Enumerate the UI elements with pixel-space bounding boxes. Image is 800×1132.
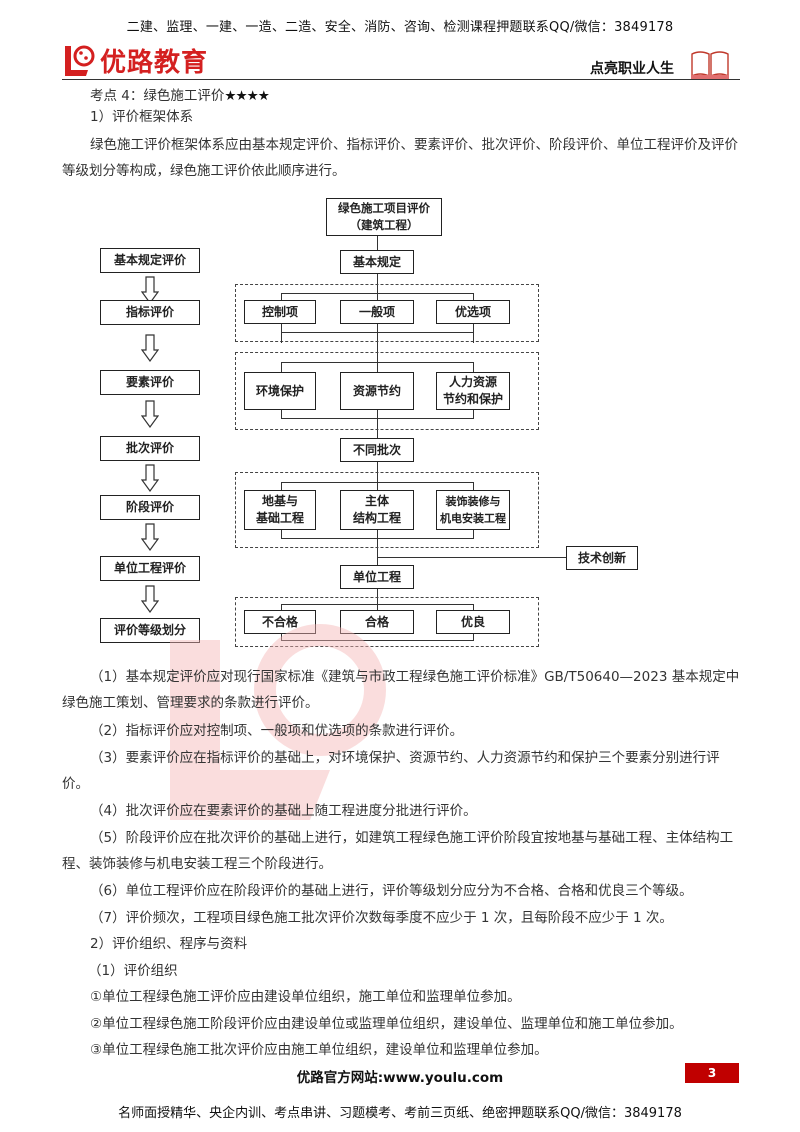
chain-grade-eval: 评价等级划分: [100, 618, 200, 643]
node-environment: 环境保护: [244, 372, 316, 410]
connector: [281, 538, 474, 540]
connector: [281, 362, 474, 364]
node-preferred-items: 优选项: [436, 300, 510, 324]
node-excellent: 优良: [436, 610, 510, 634]
subsection-heading-2-1: （1）评价组织: [88, 963, 178, 979]
down-arrow-icon: [141, 276, 159, 304]
chain-unit-eval: 单位工程评价: [100, 556, 200, 581]
subsection-heading-1: 1）评价框架体系: [90, 109, 194, 125]
youlu-logo-icon: [65, 45, 95, 76]
down-arrow-icon: [141, 464, 159, 492]
unit-node: 单位工程: [340, 565, 414, 589]
chain-indicator-eval: 指标评价: [100, 300, 200, 325]
node-main-structure: 主体 结构工程: [340, 490, 414, 530]
chain-basic-eval: 基本规定评价: [100, 248, 200, 273]
chain-batch-eval: 批次评价: [100, 436, 200, 461]
top-banner: 二建、监理、一建、一造、二造、安全、消防、咨询、检测课程押题联系QQ/微信：38…: [126, 20, 674, 35]
node-general-items: 一般项: [340, 300, 414, 324]
item-3: （3）要素评价应在指标评价的基础上，对环境保护、资源节约、人力资源节约和保护三个…: [62, 750, 720, 792]
down-arrow-icon: [141, 334, 159, 362]
connector: [281, 418, 474, 420]
bottom-banner: 名师面授精华、央企内训、考点串讲、习题模考、考前三页纸、绝密押题联系QQ/微信：…: [118, 1106, 682, 1121]
node-resource: 资源节约: [340, 372, 414, 410]
node-decoration: 装饰装修与 机电安装工程: [436, 490, 510, 530]
group-grades: [235, 597, 539, 647]
importance-stars: ★★★★: [224, 88, 269, 104]
brand-name: 优路教育: [100, 47, 209, 78]
chain-element-eval: 要素评价: [100, 370, 200, 395]
spine-line: [377, 234, 379, 614]
group-indicators: [235, 284, 539, 342]
node-foundation: 地基与 基础工程: [244, 490, 316, 530]
root-line-1: 绿色施工项目评价: [338, 201, 430, 215]
intro-paragraph: 绿色施工评价框架体系应由基本规定评价、指标评价、要素评价、批次评价、阶段评价、单…: [62, 137, 738, 179]
section-title-text: 考点 4：绿色施工评价: [90, 88, 225, 104]
item-6: （6）单位工程评价应在阶段评价的基础上进行，评价等级划分应分为不合格、合格和优良…: [90, 883, 693, 899]
item-1: （1）基本规定评价应对现行国家标准《建筑与市政工程绿色施工评价标准》GB/T50…: [62, 669, 740, 711]
connector: [377, 557, 567, 559]
slogan: 点亮职业人生: [590, 61, 674, 77]
header-divider: [62, 79, 740, 80]
down-arrow-icon: [141, 523, 159, 551]
basic-node: 基本规定: [340, 250, 414, 274]
org-list-item-3: ③单位工程绿色施工批次评价应由施工单位组织，建设单位和监理单位参加。: [90, 1042, 548, 1058]
node-human-resource: 人力资源 节约和保护: [436, 372, 510, 410]
connector: [281, 293, 474, 295]
page-number-badge: 3: [685, 1063, 739, 1083]
evaluation-framework-diagram: 基本规定评价 指标评价 要素评价 批次评价 阶段评价 单位工程评价 评价等级划分…: [88, 190, 650, 652]
group-elements: [235, 352, 539, 430]
innovation-node: 技术创新: [566, 546, 638, 570]
connector: [281, 640, 474, 642]
batch-node: 不同批次: [340, 438, 414, 462]
root-node: 绿色施工项目评价 （建筑工程）: [326, 198, 442, 236]
node-qualified: 合格: [340, 610, 414, 634]
connector: [281, 604, 474, 606]
open-book-icon: [691, 51, 729, 79]
root-line-2: （建筑工程）: [349, 218, 419, 232]
node-unqualified: 不合格: [244, 610, 316, 634]
connector: [281, 482, 474, 484]
node-control-items: 控制项: [244, 300, 316, 324]
item-5: （5）阶段评价应在批次评价的基础上进行，如建筑工程绿色施工评价阶段宜按地基与基础…: [62, 830, 734, 872]
brand-logo: 优路教育: [62, 40, 208, 80]
item-4: （4）批次评价应在要素评价的基础上随工程进度分批进行评价。: [90, 803, 477, 819]
section-title: 考点 4：绿色施工评价★★★★: [90, 84, 270, 104]
group-stages: [235, 472, 539, 548]
footer-website[interactable]: 优路官方网站:www.youlu.com: [296, 1070, 504, 1086]
connector: [281, 332, 474, 334]
org-list-item-1: ①单位工程绿色施工评价应由建设单位组织，施工单位和监理单位参加。: [90, 989, 521, 1005]
item-2: （2）指标评价应对控制项、一般项和优选项的条款进行评价。: [90, 723, 464, 739]
down-arrow-icon: [141, 400, 159, 428]
item-7: （7）评价频次，工程项目绿色施工批次评价次数每季度不应少于 1 次，且每阶段不应…: [90, 910, 673, 926]
org-list-item-2: ②单位工程绿色施工阶段评价应由建设单位或监理单位组织，建设单位、监理单位和施工单…: [90, 1016, 683, 1032]
subsection-heading-2: 2）评价组织、程序与资料: [90, 936, 248, 952]
chain-stage-eval: 阶段评价: [100, 495, 200, 520]
down-arrow-icon: [141, 585, 159, 613]
